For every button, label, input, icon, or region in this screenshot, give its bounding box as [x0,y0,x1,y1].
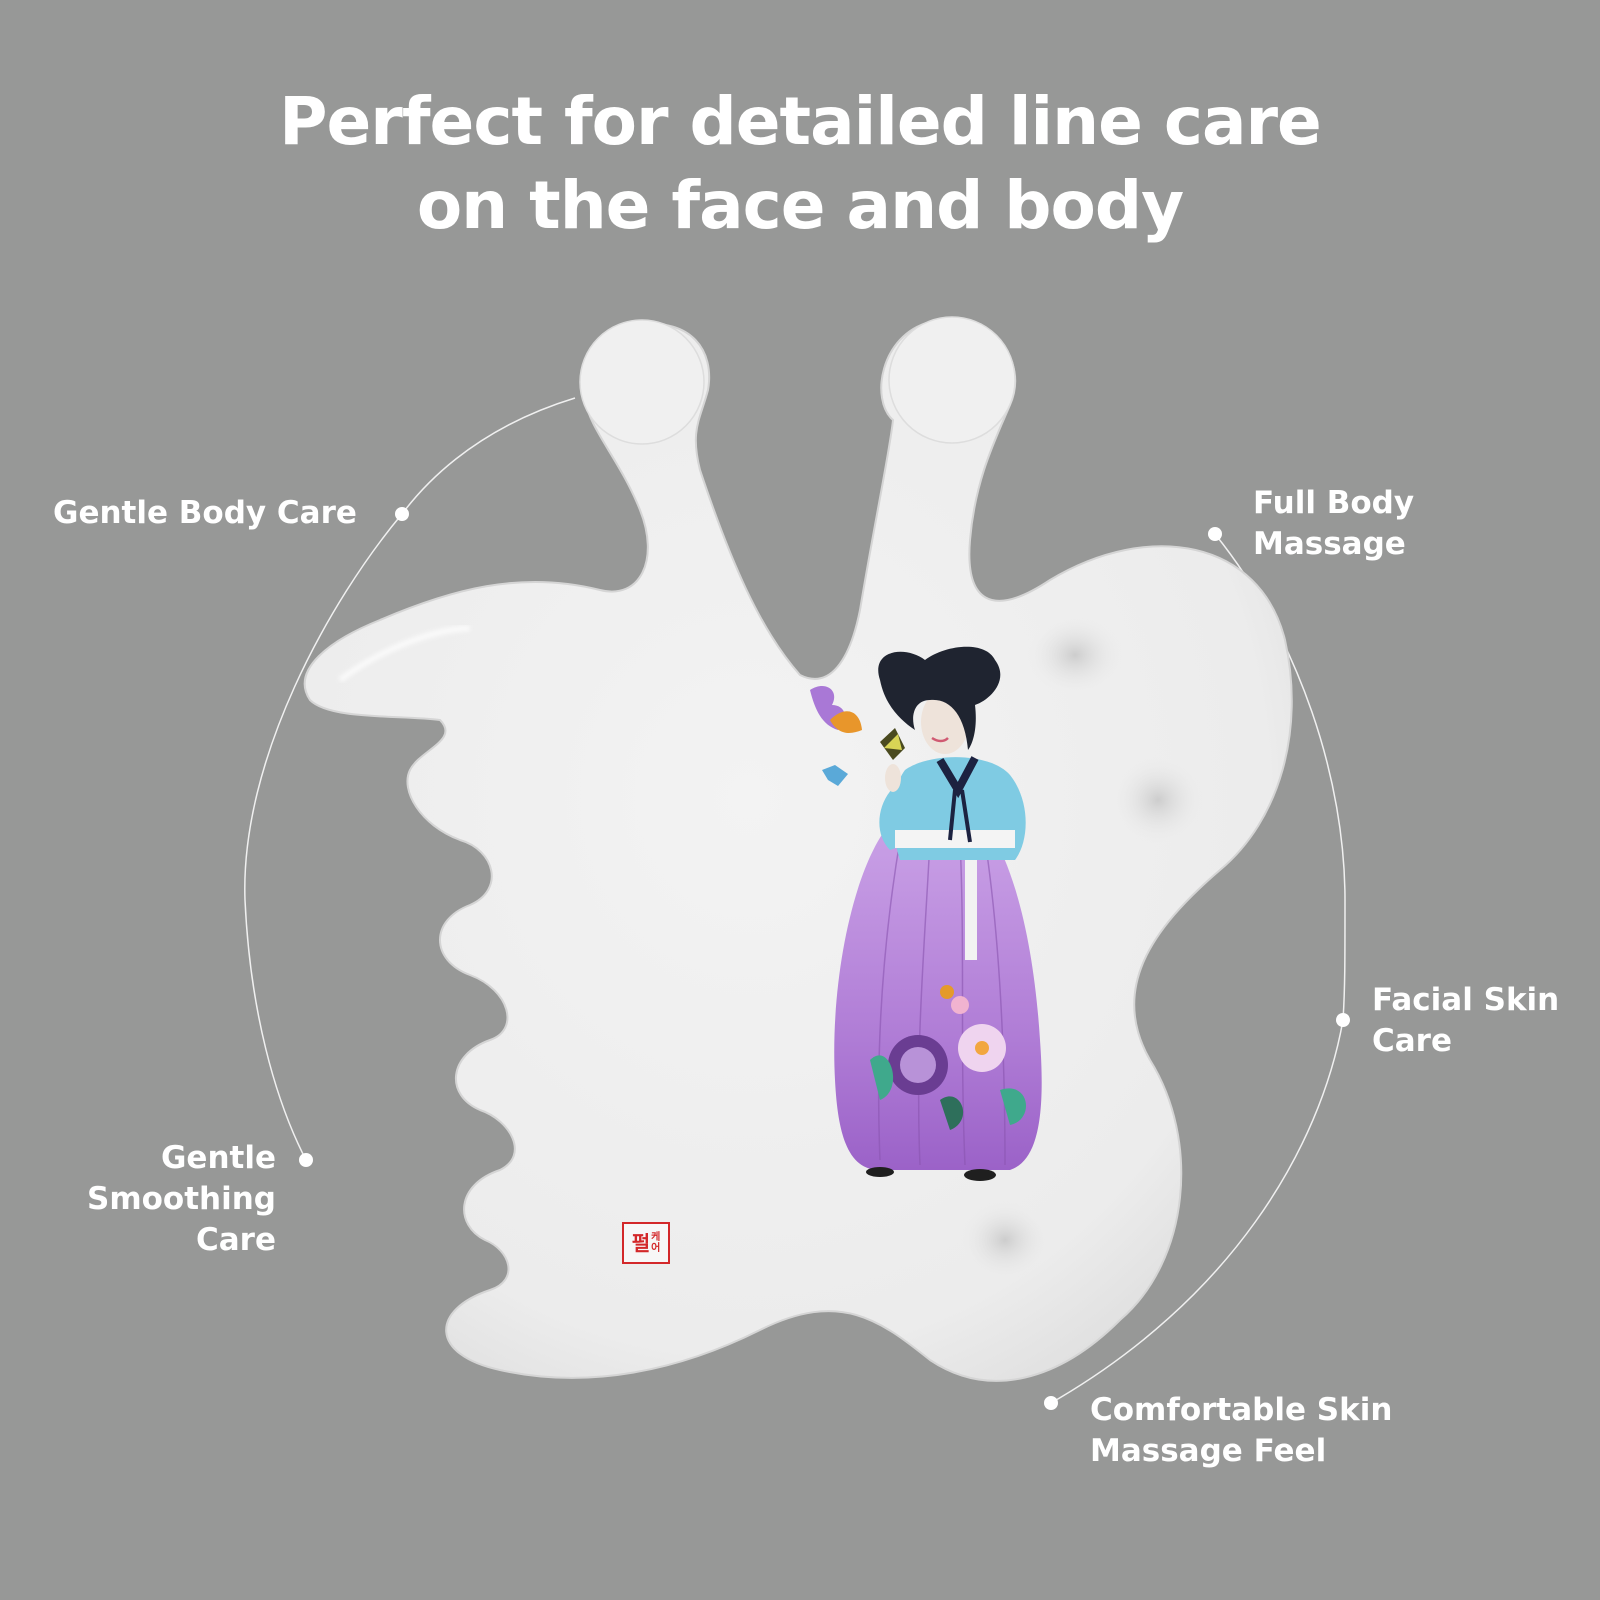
feature-dots [299,507,1350,1410]
feature-label-gentle-smoothing-care: Gentle Smoothing Care [87,1140,276,1258]
feature-label-facial-skin-care: Facial Skin Care [1372,982,1560,1059]
feature-guide-arc [244,397,1346,1404]
dot-gentle-smoothing-care [299,1153,313,1167]
dot-full-body-massage [1208,527,1222,541]
brand-seal: 펄 케 어 [622,1222,670,1264]
headline-line-1: Perfect for detailed line care [279,83,1322,160]
dot-gentle-body-care [395,507,409,521]
headline-line-2: on the face and body [416,167,1184,244]
hanbok-woman-artwork [810,646,1042,1181]
feature-label-gentle-body-care: Gentle Body Care [53,495,357,531]
gua-sha-tool [303,316,1293,1382]
headline: Perfect for detailed line care on the fa… [0,80,1600,248]
dot-facial-skin-care [1336,1013,1350,1027]
dot-comfortable-skin-massage [1044,1396,1058,1410]
feature-label-full-body-massage: Full Body Massage [1253,485,1415,562]
feature-label-comfortable-skin-massage-feel: Comfortable Skin Massage Feel [1090,1392,1393,1469]
